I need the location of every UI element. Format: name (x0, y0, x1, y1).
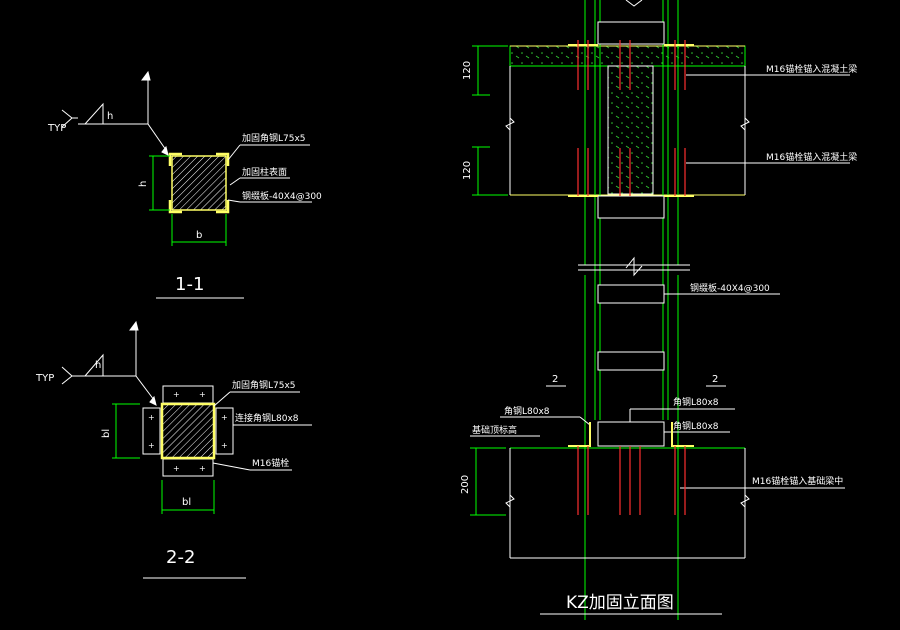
foundation-top-label: 基础顶标高 (472, 424, 517, 436)
foundation-break-right (740, 494, 750, 508)
top-plates (568, 44, 694, 197)
dim-120-lower: 120 (462, 161, 473, 180)
break-mark-left (505, 117, 515, 131)
svg-text:+: + (221, 413, 228, 422)
section-mark-right: 2 (712, 374, 718, 385)
connect-angle-label: 连接角钢L80x8 (235, 412, 299, 424)
column-section-2-hatched (160, 402, 216, 460)
kz-elevation: 120 120 200 M16锚栓锚入混凝土梁 M16锚栓锚入混凝土梁 钢缀板-… (460, 0, 857, 620)
section-1-title: 1-1 (175, 274, 204, 295)
weld-h-label: h (107, 111, 113, 122)
elevation-dims (470, 45, 508, 516)
angle-right-label-2: 角钢L80x8 (673, 420, 719, 432)
bolt-marks: + + + + + + + + (148, 390, 228, 473)
top-anchor-bolts (577, 40, 686, 196)
angle-l75-label-2: 加固角钢L75x5 (232, 379, 296, 391)
weld-symbol-1 (61, 70, 169, 156)
angle-left-label: 角钢L80x8 (504, 405, 550, 417)
angle-l75-label: 加固角钢L75x5 (242, 132, 306, 144)
svg-text:+: + (199, 390, 206, 399)
angle-right-label-1: 角钢L80x8 (673, 396, 719, 408)
break-mark-right (740, 117, 750, 131)
section-2-2: TYP h + + + + + + + + 加固角钢L75x5 连接角 (35, 320, 312, 579)
top-beam-slab (509, 45, 746, 67)
dim-bl-vertical: bl (101, 429, 112, 438)
dim-120-top: 120 (462, 61, 473, 80)
typ-label: TYP (47, 123, 66, 134)
column-surface-label: 加固柱表面 (242, 166, 287, 178)
base-plate (597, 421, 665, 447)
anchor-top-label-1: M16锚栓锚入混凝土梁 (766, 63, 857, 75)
column-section-hatched (171, 155, 227, 211)
weld-h-label-2: h (95, 360, 101, 371)
section-1-leaders (227, 144, 312, 203)
batten-plate-elev-label: 钢缀板-40X4@300 (690, 282, 770, 294)
section-1-dims (149, 155, 227, 246)
anchor-bottom-label: M16锚栓锚入基础梁中 (752, 475, 843, 487)
section-2-leaders (212, 391, 312, 471)
dim-b-label: b (196, 230, 202, 241)
svg-text:+: + (148, 413, 155, 422)
reinforcing-angles (168, 152, 230, 214)
foundation-break-left (505, 494, 515, 508)
elevation-title: KZ加固立面图 (566, 593, 674, 613)
section-1-1: TYP h 加固角钢L75x5 加固柱表面 钢缀板-40X4@300 (47, 70, 322, 299)
svg-text:+: + (148, 441, 155, 450)
batten-plate-label: 钢缀板-40X4@300 (242, 190, 322, 202)
weld-symbol-2 (61, 320, 157, 406)
m16-bolt-label: M16锚栓 (252, 457, 289, 469)
dim-bl-horizontal: bl (182, 497, 191, 508)
svg-text:+: + (173, 464, 180, 473)
svg-text:+: + (221, 441, 228, 450)
section-mark-left: 2 (552, 374, 558, 385)
svg-text:+: + (173, 390, 180, 399)
dim-200: 200 (460, 475, 471, 494)
batten-plates (597, 21, 665, 371)
svg-text:+: + (199, 464, 206, 473)
bottom-anchor-bolts (577, 446, 686, 515)
section-2-dims (112, 403, 215, 514)
dim-h-label: h (138, 181, 149, 187)
column-break-zigzag (625, 256, 643, 277)
elevation-leaders (470, 74, 850, 489)
section-2-title: 2-2 (166, 547, 195, 568)
typ-label-2: TYP (35, 373, 54, 384)
top-arrow-mark (625, 0, 643, 7)
anchor-top-label-2: M16锚栓锚入混凝土梁 (766, 151, 857, 163)
